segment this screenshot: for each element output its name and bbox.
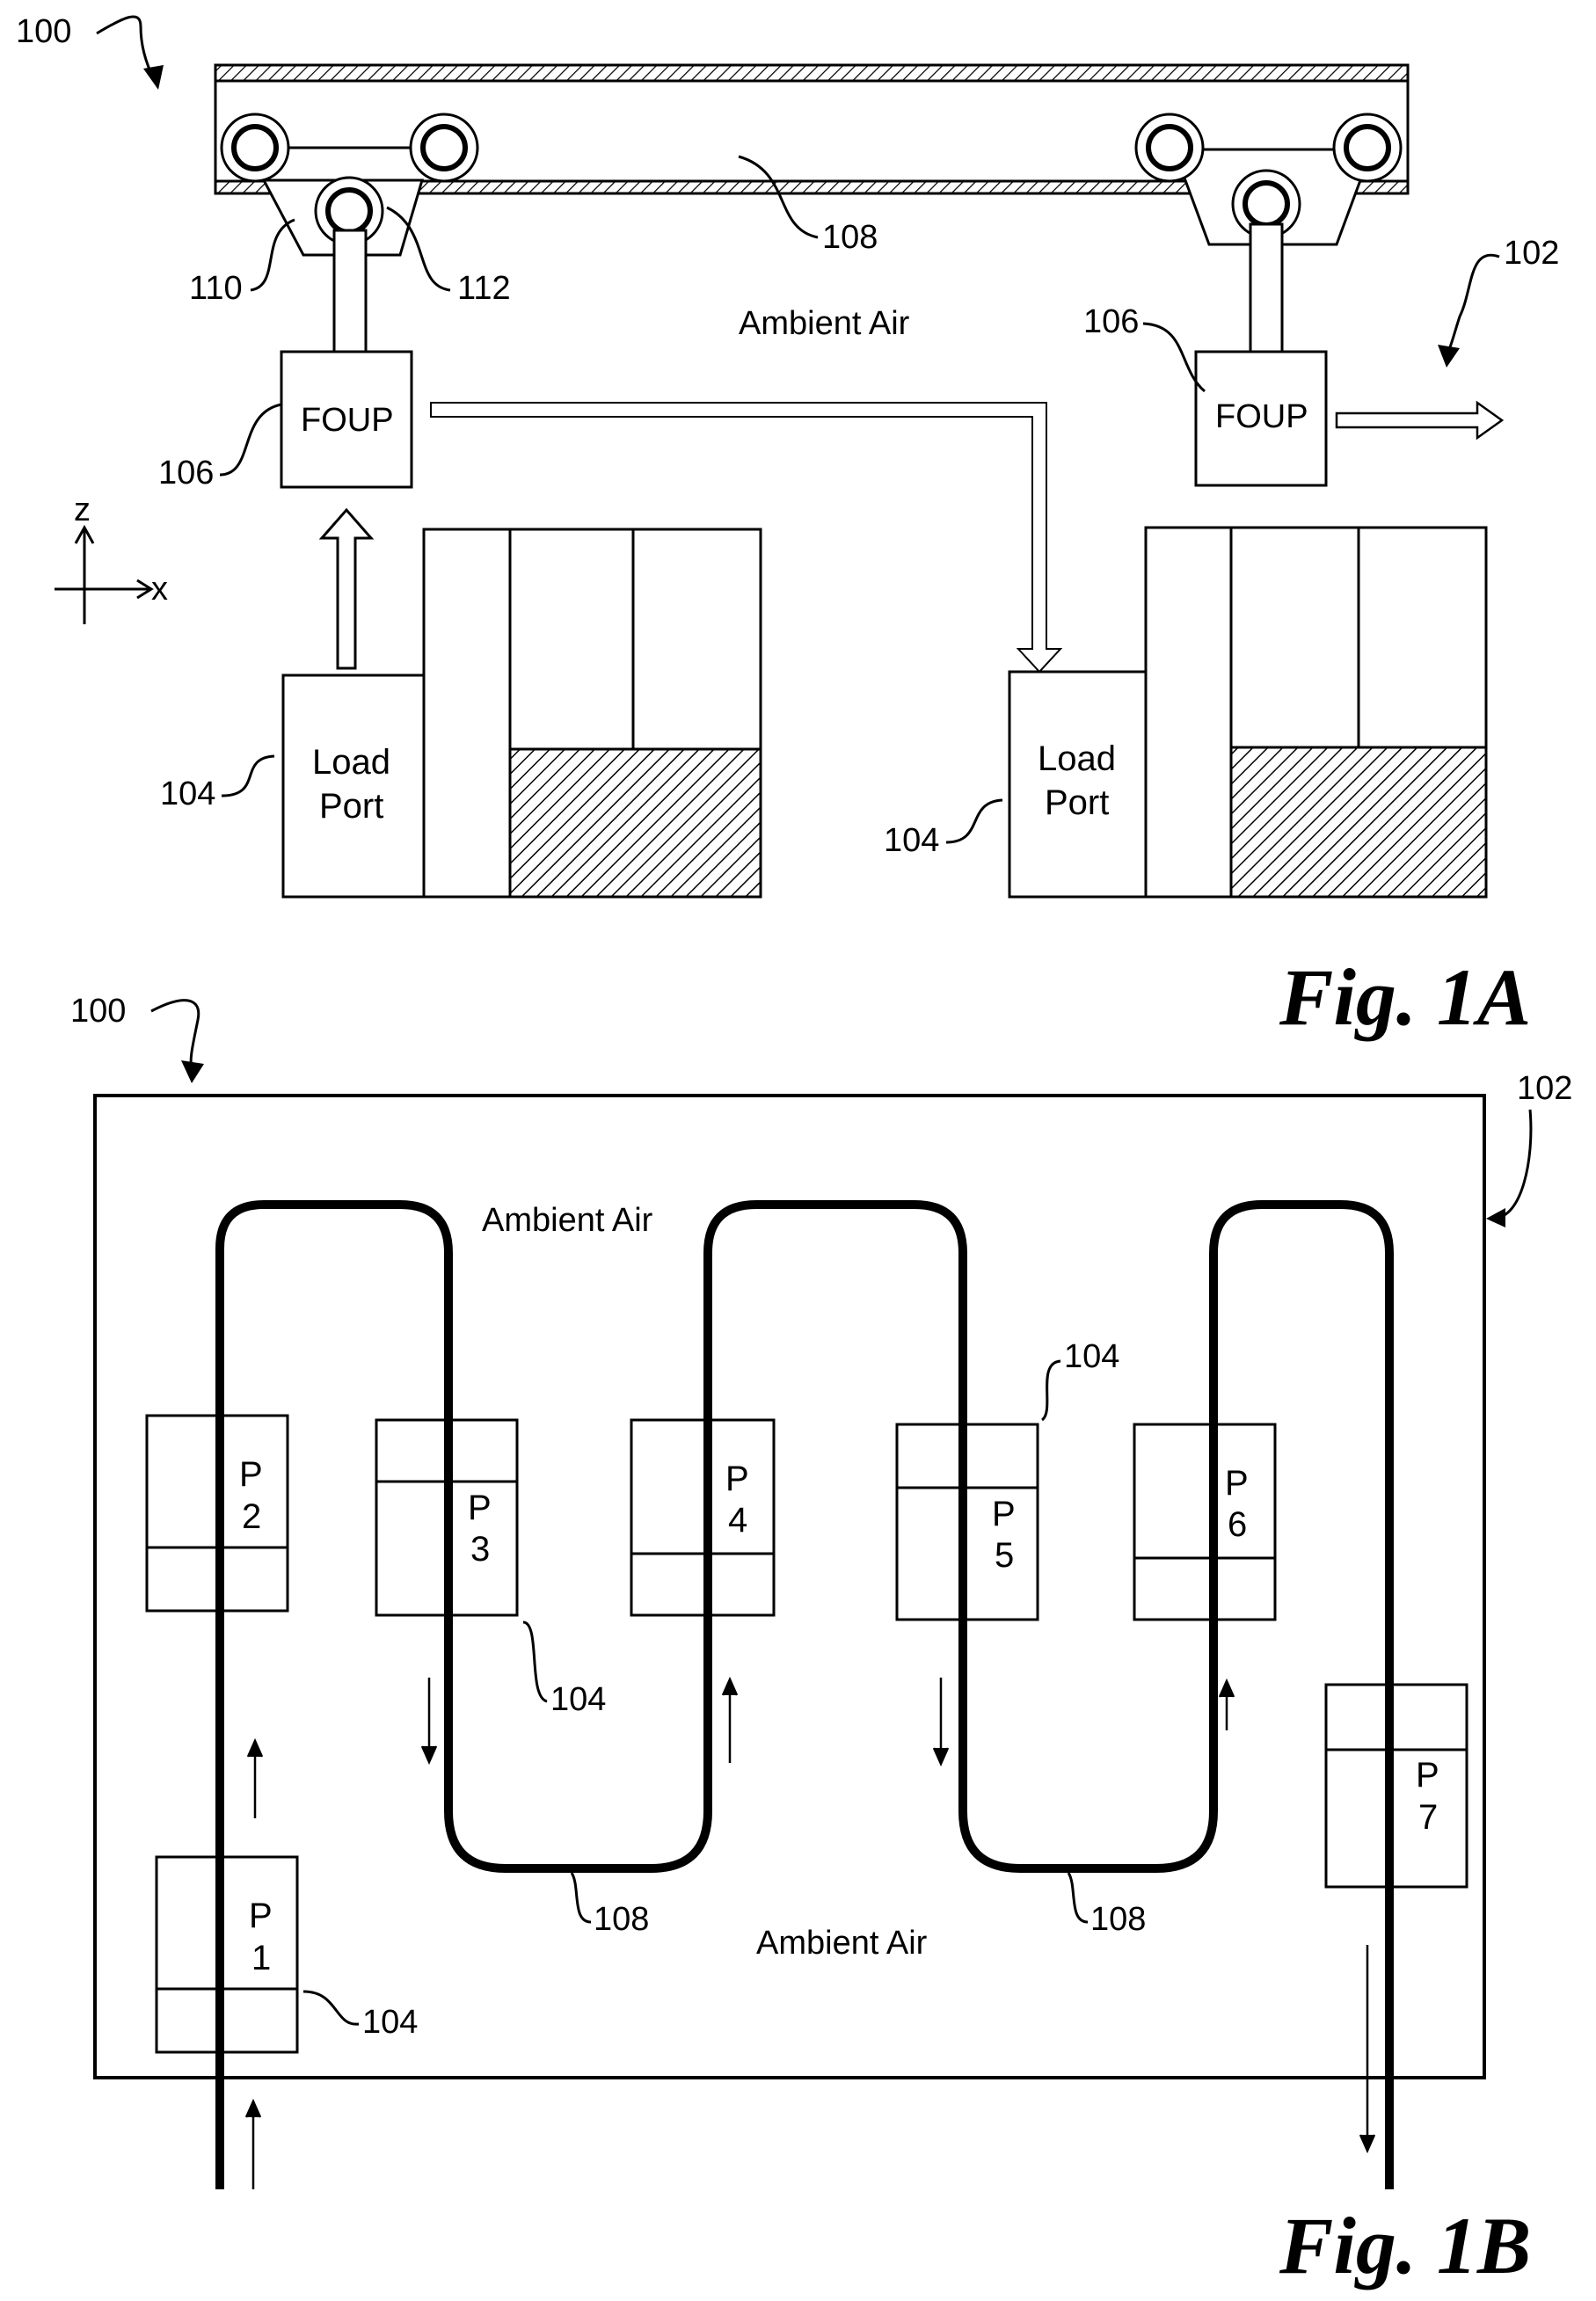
ambient-air-label-1a: Ambient Air [739,305,910,342]
ref-110-leader [251,220,295,290]
svg-text:z: z [74,492,91,528]
station-p3-number: 3 [470,1530,490,1569]
station-p3-letter: P [468,1489,492,1527]
ref-104-1b-label-1: 104 [1064,1338,1119,1375]
ref-112-label: 112 [457,270,511,307]
station-p1-letter: P [249,1897,273,1935]
ref-104-left-label: 104 [160,775,215,812]
vehicle-right [1136,114,1401,352]
ref-102-1b-leader [1495,1110,1531,1218]
station-p4-number: 4 [728,1501,747,1540]
load-port-right-label-1: Load [1038,739,1116,778]
svg-text:x: x [151,571,168,608]
ref-104-1b-leader-1 [1042,1361,1060,1420]
ref-106-left-label: 106 [158,455,214,492]
ref-102-1b-arrowhead [1486,1208,1505,1227]
lift-up-arrow [322,510,371,668]
ref-104-right-leader [946,800,1002,842]
ref-104-right-label: 104 [884,822,939,859]
fig-1a: 100 [16,13,1559,1042]
station-p5-number: 5 [995,1536,1014,1575]
station-p7-letter: P [1416,1756,1439,1795]
fig-1b: 100 102 Ambient Air Ambient Air P 2 P 3 … [70,993,1572,2290]
station-p6 [1134,1424,1275,1620]
ref-100-1b-label: 100 [70,993,126,1030]
vehicle-left [222,114,477,353]
serpentine-rail [220,1205,1389,2189]
load-port-right-label-2: Port [1045,783,1109,822]
foup-left-label: FOUP [301,402,394,439]
ref-106-right-label: 106 [1083,303,1139,340]
ref-100-arrowhead [143,65,164,90]
axis-indicator: z x [55,492,168,624]
station-p4-letter: P [725,1460,749,1498]
fig-1a-title: Fig. 1A [1279,952,1531,1042]
ref-108-label: 108 [822,219,878,256]
load-port-left-label-2: Port [319,787,383,826]
station-p6-number: 6 [1228,1505,1247,1544]
station-p6-letter: P [1225,1464,1249,1503]
ref-102-1b-label: 102 [1517,1070,1572,1107]
tool-right [1009,528,1486,897]
station-p7-number: 7 [1418,1798,1438,1837]
load-port-left-label-1: Load [312,743,390,782]
station-p1-number: 1 [251,1939,271,1977]
station-p5-letter: P [992,1495,1016,1533]
ref-108-1b-label-1: 108 [594,1901,649,1938]
ref-104-1b-label-3: 104 [362,2004,418,2041]
ref-102-leader [1447,255,1499,356]
station-p1 [157,1857,297,2052]
fig-1b-title: Fig. 1B [1279,2201,1531,2290]
ref-108-leader [739,157,818,237]
foup-right-label: FOUP [1215,398,1308,435]
foup-right-motion-arrow [1337,403,1502,438]
ref-110-label: 110 [189,270,243,307]
ref-104-1b-label-2: 104 [550,1681,606,1718]
station-p2-number: 2 [242,1497,261,1536]
ref-102-arrowhead [1438,345,1460,368]
ambient-air-top-label: Ambient Air [482,1202,653,1239]
ref-102-label: 102 [1504,235,1559,272]
ref-100-1b-leader [151,1001,199,1068]
ref-104-left-leader [222,756,274,796]
ref-100-1b-arrowhead [181,1060,204,1083]
station-p7 [1326,1685,1467,1887]
ref-104-1b-leader-2 [523,1622,547,1701]
ref-108-1b-leader-2 [1068,1873,1088,1922]
ref-100-label: 100 [16,13,71,50]
ref-108-1b-leader-1 [572,1873,591,1922]
ambient-air-bottom-label: Ambient Air [756,1925,928,1962]
station-p4 [631,1420,774,1615]
station-p2-letter: P [239,1455,263,1494]
ref-106-left-leader [220,404,281,475]
ref-108-1b-label-2: 108 [1090,1901,1146,1938]
ref-104-1b-leader-3 [303,1992,359,2024]
